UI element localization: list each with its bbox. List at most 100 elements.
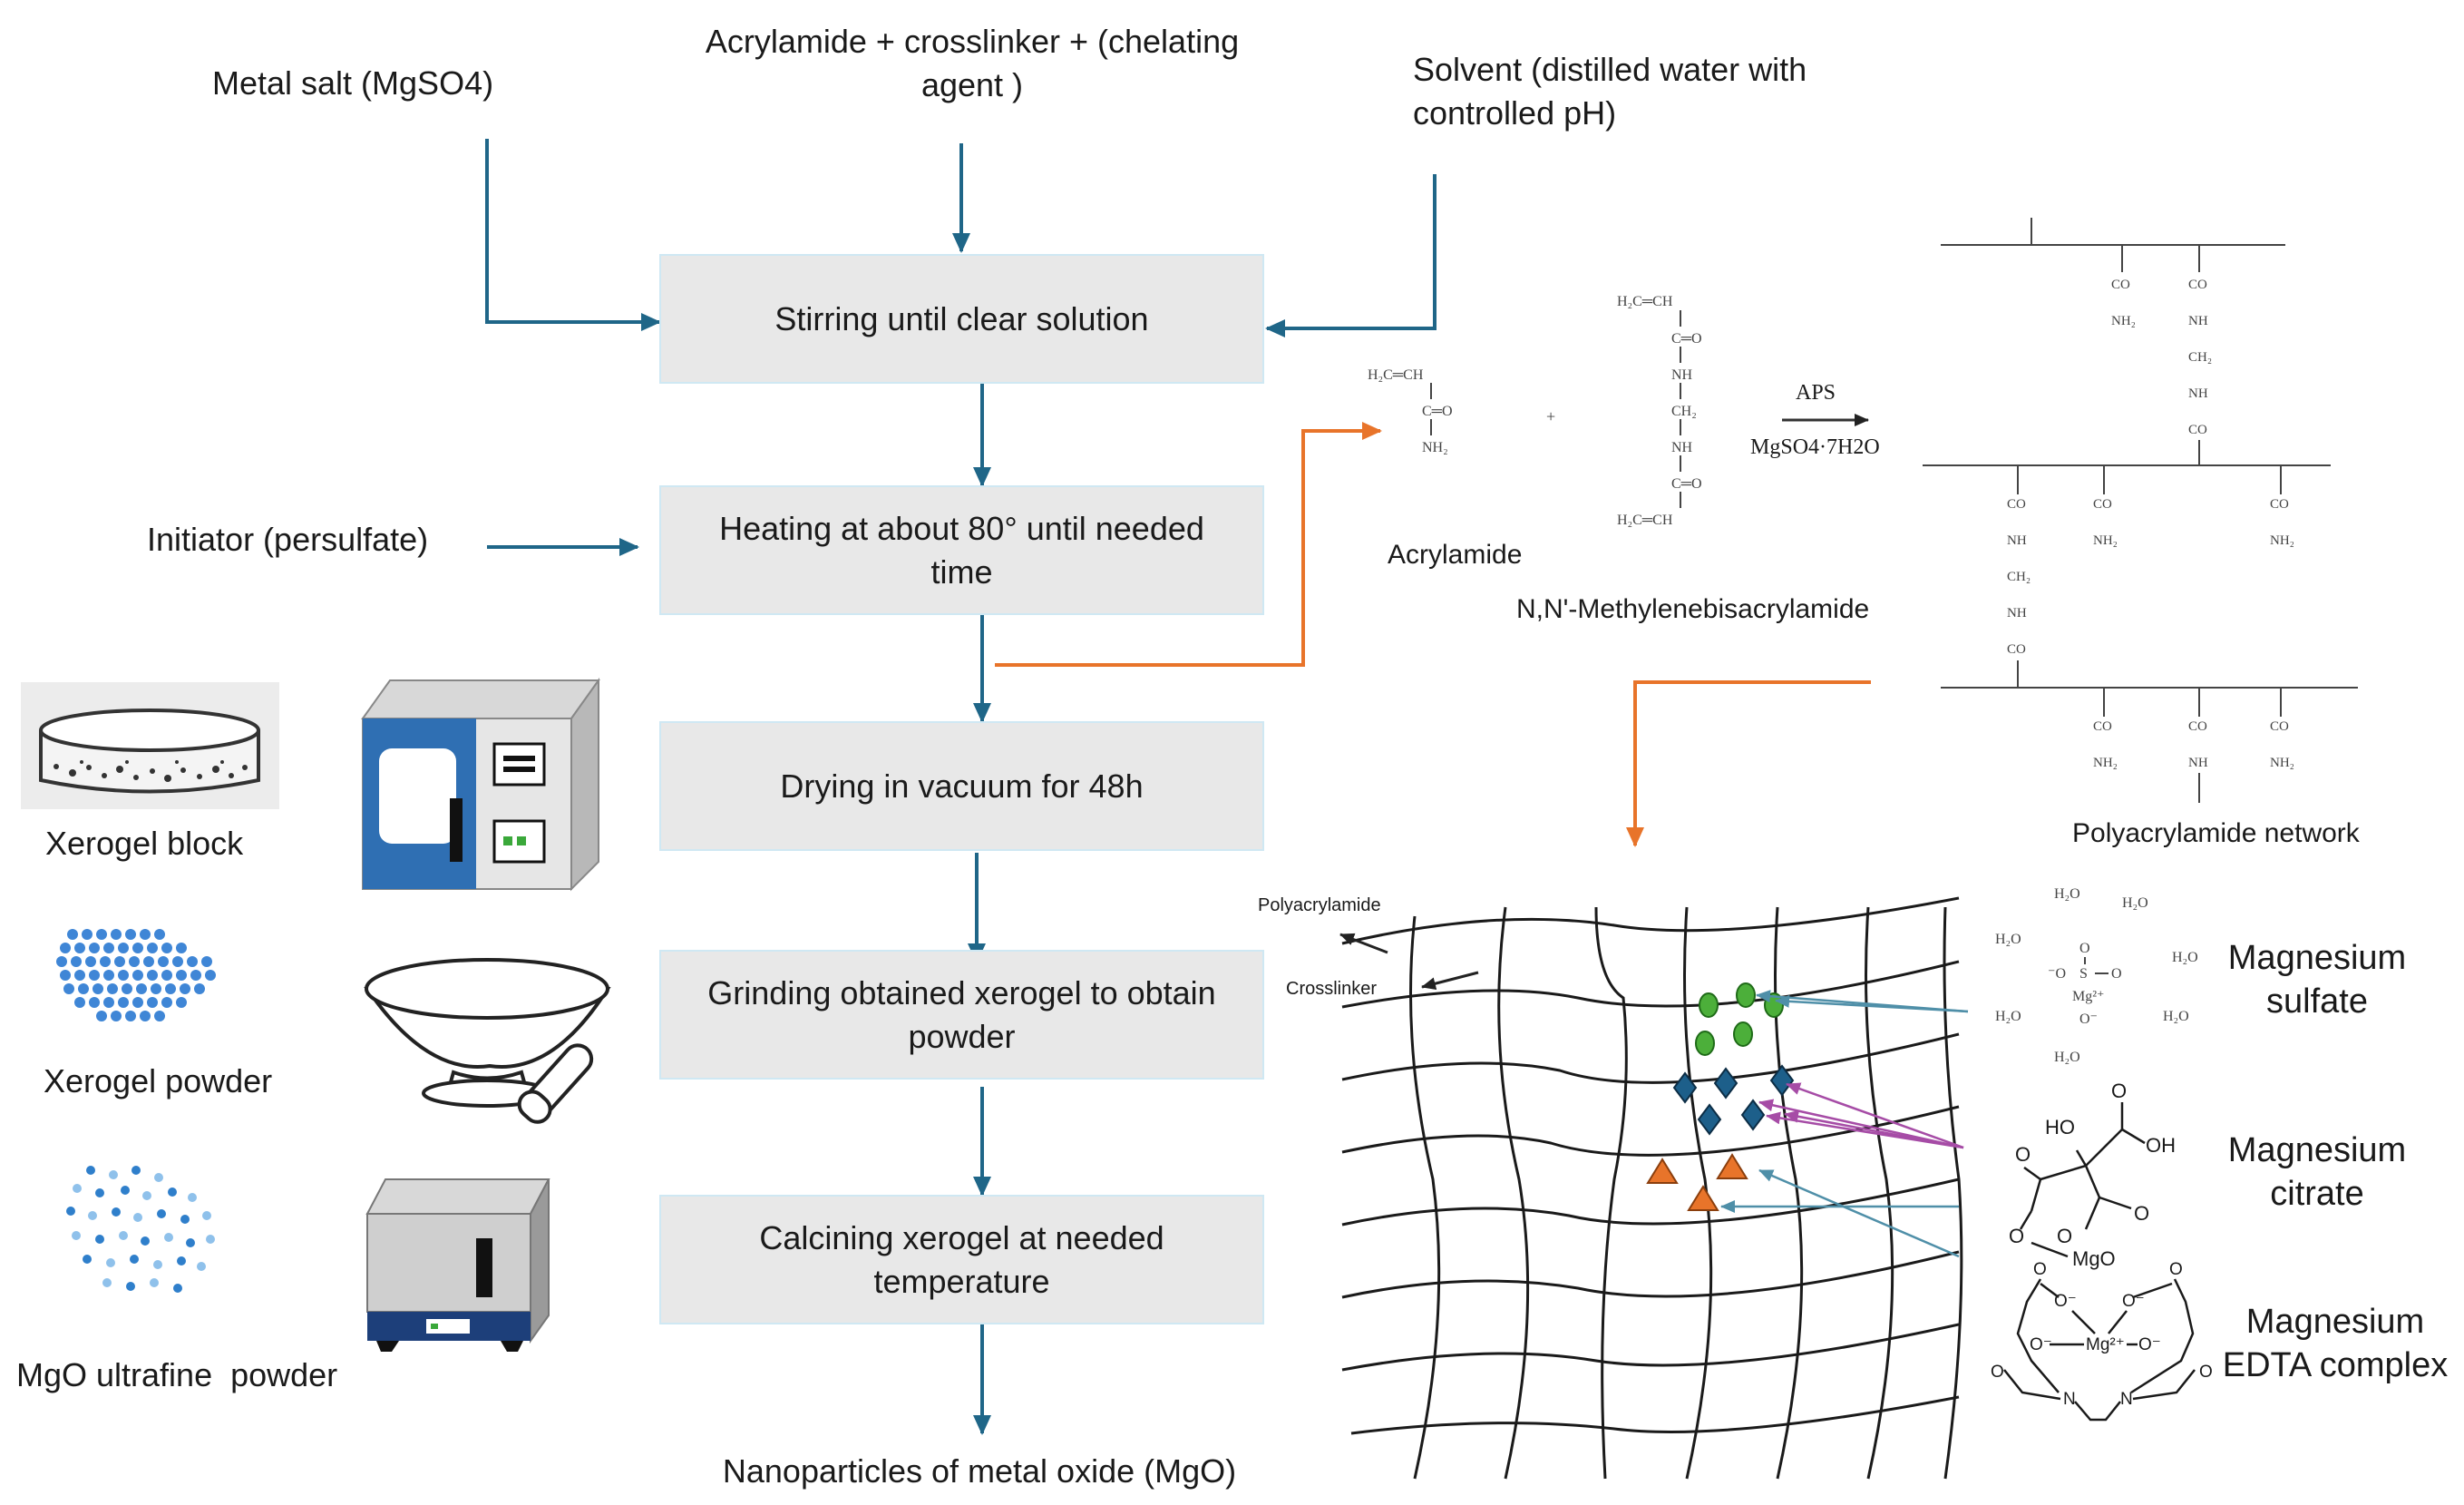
svg-text:NH: NH <box>1671 440 1693 455</box>
step-grinding: Grinding obtained xerogel to obtain powd… <box>659 950 1264 1080</box>
arrow-to-reaction <box>995 422 1382 667</box>
solvent-label: Solvent (distilled water with controlled… <box>1413 51 1807 132</box>
xerogel-block-image <box>21 682 279 809</box>
svg-text:NH₂: NH₂ <box>2270 756 2294 770</box>
svg-text:H₂O: H₂O <box>2054 886 2080 902</box>
mortar-pestle-image <box>364 958 611 1124</box>
svg-text:S: S <box>2079 966 2088 982</box>
svg-text:O: O <box>2009 1225 2024 1247</box>
svg-text:O⁻: O⁻ <box>2138 1335 2161 1354</box>
svg-text:OH: OH <box>2146 1134 2176 1157</box>
network-label: Polyacrylamide network <box>2072 818 2360 848</box>
mgo-powder-label: MgO ultrafine powder <box>16 1356 338 1393</box>
svg-text:H₂O: H₂O <box>2054 1050 2080 1065</box>
step-stirring: Stirring until clear solution <box>659 254 1264 384</box>
svg-text:CO: CO <box>2093 497 2112 512</box>
edta-arrows <box>1720 1168 1960 1258</box>
svg-text:NH₂: NH₂ <box>2111 314 2136 328</box>
svg-text:N: N <box>2120 1390 2133 1409</box>
svg-text:O: O <box>2111 1080 2127 1102</box>
xerogel-powder-image <box>56 929 216 1021</box>
sulfate-arrows <box>1756 990 1969 1013</box>
svg-text:N: N <box>2063 1390 2076 1409</box>
sulfate-structure: H₂O H₂O H₂O H₂O H₂O H₂O H₂O ⁻O S O O Mg²… <box>1995 886 2198 1065</box>
svg-text:C═O: C═O <box>1671 331 1702 347</box>
vacuum-oven-image <box>361 677 600 892</box>
svg-text:O⁻: O⁻ <box>2030 1335 2052 1354</box>
condition-aps: APS <box>1796 381 1836 405</box>
svg-text:O: O <box>2079 941 2090 956</box>
svg-text:CO: CO <box>2270 719 2289 734</box>
bisacrylamide-structure: H₂C═CH C═O NH CH₂ NH C═O H₂C═CH <box>1617 294 1702 528</box>
svg-text:O: O <box>2199 1363 2213 1382</box>
plus-sign: + <box>1546 407 1555 425</box>
svg-text:Mg²⁺: Mg²⁺ <box>2086 1335 2125 1354</box>
polyacrylamide-pointer <box>1339 933 1388 954</box>
svg-text:Mg²⁺: Mg²⁺ <box>2072 989 2104 1004</box>
svg-text:CH₂: CH₂ <box>1671 404 1697 419</box>
svg-text:MgO: MgO <box>2072 1247 2116 1270</box>
svg-text:CO: CO <box>2093 719 2112 734</box>
bisacrylamide-name: N,N'-Methylenebisacrylamide <box>1516 594 1870 624</box>
svg-text:NH: NH <box>1671 367 1693 383</box>
svg-text:C═O: C═O <box>1422 404 1453 419</box>
svg-text:O: O <box>2015 1143 2031 1166</box>
svg-text:H₂O: H₂O <box>1995 1009 2021 1024</box>
svg-text:O: O <box>2111 966 2122 982</box>
svg-text:O⁻: O⁻ <box>2054 1292 2077 1311</box>
step-drying: Drying in vacuum for 48h <box>659 721 1264 851</box>
furnace-image <box>365 1178 550 1352</box>
magnesium-edta-label: Magnesium EDTA complex <box>2222 1303 2449 1384</box>
mgo-powder-image <box>66 1166 215 1293</box>
svg-text:NH₂: NH₂ <box>1422 440 1448 455</box>
initiator-label: Initiator (persulfate) <box>147 521 429 558</box>
gel-network <box>1341 896 1963 1480</box>
svg-text:H₂O: H₂O <box>2163 1009 2189 1024</box>
orange-markers <box>1646 1153 1748 1211</box>
svg-text:NH₂: NH₂ <box>2093 533 2118 548</box>
acrylamide-name: Acrylamide <box>1388 540 1523 570</box>
svg-text:CO: CO <box>2188 719 2207 734</box>
crosslinker-pointer <box>1421 971 1479 991</box>
svg-text:CO: CO <box>2007 642 2026 657</box>
svg-text:HO: HO <box>2045 1116 2075 1139</box>
orange-arrows <box>995 422 1871 847</box>
svg-text:O⁻: O⁻ <box>2079 1011 2098 1027</box>
svg-text:O: O <box>2169 1260 2183 1279</box>
svg-text:CH₂: CH₂ <box>2007 570 2031 584</box>
xerogel-block-label: Xerogel block <box>45 825 244 862</box>
citrate-structure: HO O OH O O O O MgO <box>2009 1080 2176 1270</box>
svg-text:O: O <box>2033 1260 2047 1279</box>
svg-text:CO: CO <box>2188 278 2207 292</box>
svg-text:CO: CO <box>2007 497 2026 512</box>
step-calcining: Calcining xerogel at needed temperature <box>659 1195 1264 1324</box>
acrylamide-structure: H₂C═CH C═O NH₂ <box>1368 367 1453 455</box>
arrow-solvent <box>1265 174 1437 337</box>
arrow-metal-salt <box>485 139 661 331</box>
svg-text:H₂C═CH: H₂C═CH <box>1368 367 1424 383</box>
svg-text:O: O <box>2134 1202 2149 1225</box>
edta-structure: O O O⁻ O⁻ O⁻ Mg²⁺ O⁻ O O N N <box>1991 1260 2213 1422</box>
gel-crosslinker-label: Crosslinker <box>1286 979 1378 999</box>
svg-text:NH₂: NH₂ <box>2270 533 2294 548</box>
product-label: Nanoparticles of metal oxide (MgO) <box>722 1452 1237 1490</box>
svg-text:H₂C═CH: H₂C═CH <box>1617 294 1673 309</box>
condition-salt: MgSO4·7H2O <box>1750 435 1880 459</box>
svg-text:CO: CO <box>2111 278 2130 292</box>
step-heating: Heating at about 80° until needed time <box>659 485 1264 615</box>
svg-text:O: O <box>1991 1363 2004 1382</box>
blue-markers <box>1672 1064 1795 1136</box>
arrow-to-gel <box>1626 680 1871 847</box>
svg-text:CO: CO <box>2270 497 2289 512</box>
svg-text:NH: NH <box>2188 386 2208 401</box>
magnesium-sulfate-label: Magnesium sulfate <box>2227 939 2407 1021</box>
flow-arrows <box>485 139 1437 1435</box>
polyacrylamide-structure: CO NH₂ CO NH CH₂ NH CO CO NH CH₂ NH CO C… <box>1923 218 2358 803</box>
svg-text:CO: CO <box>2188 423 2207 437</box>
green-markers <box>1695 982 1784 1056</box>
svg-text:C═O: C═O <box>1671 476 1702 492</box>
svg-text:O⁻: O⁻ <box>2122 1292 2145 1311</box>
metal-salt-label: Metal salt (MgSO4) <box>212 64 494 102</box>
svg-text:O: O <box>2057 1225 2072 1247</box>
